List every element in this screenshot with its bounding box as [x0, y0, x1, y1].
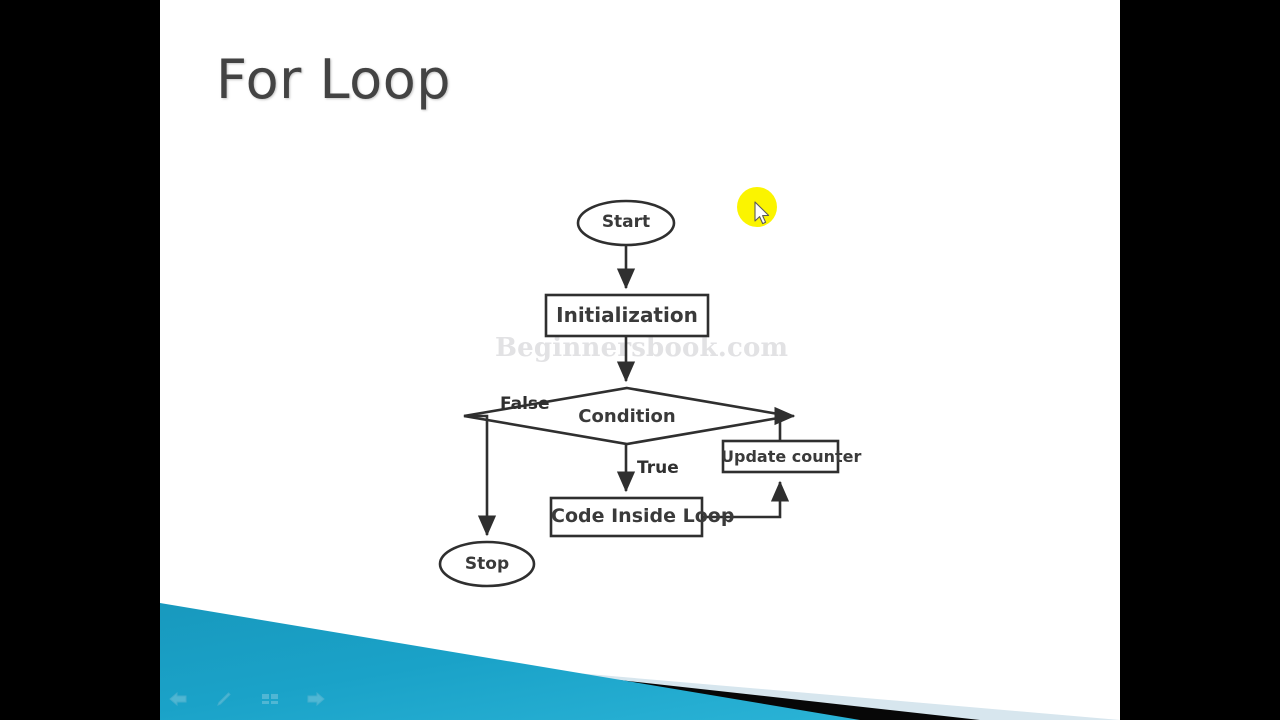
edge-update-to-condition — [774, 406, 796, 441]
node-label-init: Initialization — [556, 303, 698, 327]
slide-title: For Loop — [216, 48, 452, 111]
slide-canvas[interactable]: For Loop Beginnersbook.com — [160, 0, 1120, 720]
right-arrow-icon[interactable] — [306, 690, 326, 708]
arrow-cursor — [754, 201, 770, 225]
node-label-code: Code Inside Loop — [551, 505, 735, 527]
letterbox-left — [0, 0, 160, 720]
edge-label-false: False — [500, 394, 550, 414]
node-label-condition: Condition — [578, 406, 676, 427]
edge-label-true: True — [637, 458, 679, 478]
flowchart-graphics — [438, 199, 840, 588]
node-label-stop: Stop — [464, 554, 510, 574]
node-label-start: Start — [601, 212, 651, 232]
pen-icon[interactable] — [214, 690, 234, 708]
for-loop-flowchart: Start Initialization Condition Code Insi… — [160, 0, 1120, 720]
letterbox-right — [1120, 0, 1280, 720]
presenter-toolbar[interactable] — [168, 690, 326, 708]
left-arrow-icon[interactable] — [168, 690, 188, 708]
banner-teal-layer — [160, 603, 860, 720]
node-label-update: Update counter — [721, 447, 862, 466]
watermark-text: Beginnersbook.com — [495, 333, 789, 363]
slide-footer-banner — [160, 585, 1120, 720]
node-stop-shape — [438, 540, 536, 588]
edge-code-to-update — [702, 480, 790, 519]
edge-false-to-stop — [464, 414, 497, 537]
grid-slides-icon[interactable] — [260, 690, 280, 708]
